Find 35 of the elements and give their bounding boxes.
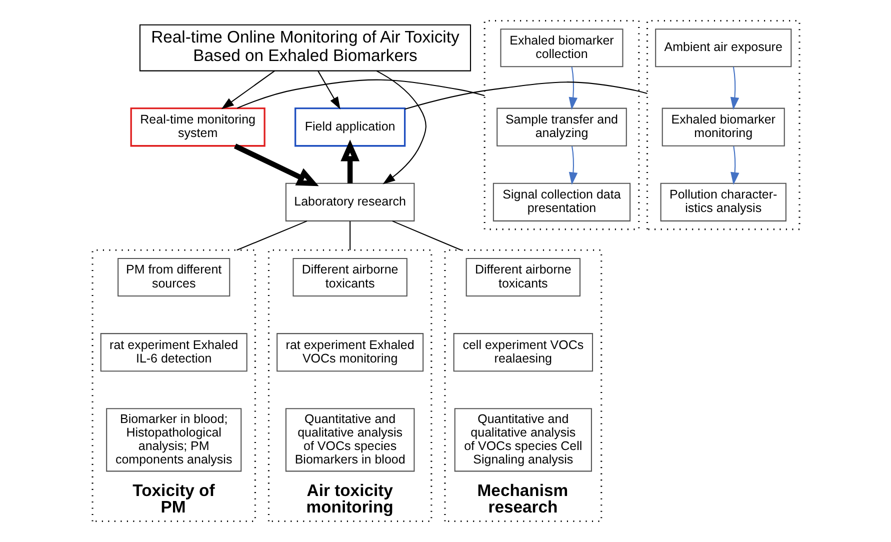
connector (236, 79, 484, 109)
arrow (568, 146, 578, 185)
arrow (568, 66, 577, 110)
node-box: Sample transfer and analyzing (496, 108, 626, 146)
cluster (483, 20, 640, 230)
node-box: Exhaled biomarker collection (500, 28, 623, 68)
connector (404, 82, 647, 110)
node-box: rat experiment Exhaled VOCs monitoring (276, 333, 424, 372)
arrow (233, 144, 318, 186)
node-box: Field application (294, 108, 406, 147)
arrow (730, 66, 739, 110)
node-box: Quantitative and qualitative analysis of VOCs species Biomarkers in blood (284, 408, 414, 472)
node-box: cell experiment VOCs realaesing (452, 333, 593, 372)
arrow (317, 70, 340, 110)
node-box: Pollution character- istics analysis (660, 182, 786, 222)
cluster (646, 20, 800, 230)
connector (349, 221, 350, 250)
node-box: Biomarker in blood; Histopathological analysis; PM components analysis (106, 408, 242, 472)
arrow (376, 70, 426, 184)
node-box: Different airborne toxicants (465, 258, 580, 297)
node-box: Exhaled biomarker monitoring (661, 108, 784, 146)
node-box: Signal collection data presentation (492, 182, 630, 222)
node-box: Laboratory research (284, 182, 414, 222)
arrow (730, 146, 739, 185)
node-box: PM from different sources (117, 258, 230, 297)
node-box: Ambient air exposure (654, 28, 792, 68)
node-box: Different airborne toxicants (292, 258, 407, 297)
connector (236, 220, 307, 251)
node-box: Real-time Online Monitoring of Air Toxicity Based on Exhaled Biomarkers (138, 24, 471, 72)
node-box: Quantitative and qualitative analysis of VOCs species Cell Signaling analysis (454, 408, 592, 472)
arrow (220, 70, 275, 110)
node-box: rat experiment Exhaled IL-6 detection (100, 333, 247, 372)
node-box: Real-time monitoring system (130, 108, 265, 147)
arrow (340, 140, 360, 184)
connector (392, 220, 462, 251)
